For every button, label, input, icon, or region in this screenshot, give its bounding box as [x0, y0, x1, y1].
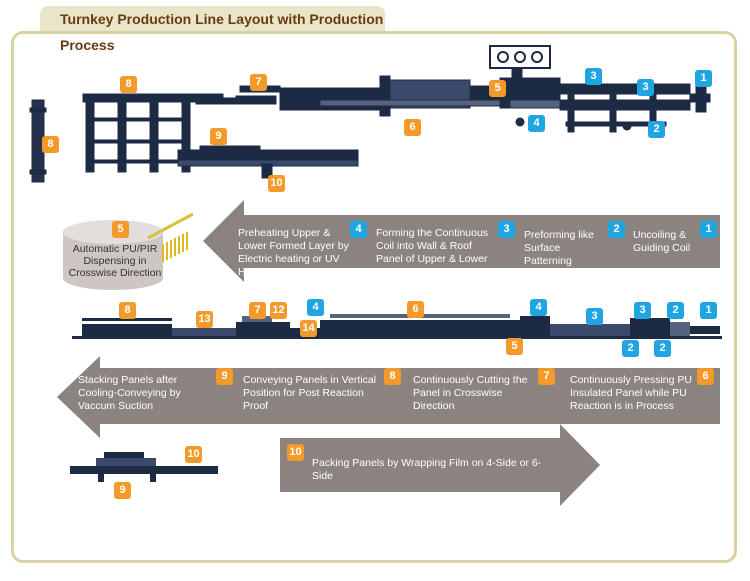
mid-badge-12: 12: [270, 302, 287, 319]
top-badge-10: 10: [268, 175, 285, 192]
bottom-packing-line: [70, 452, 218, 482]
step-badge-10: 10: [287, 444, 304, 461]
mid-badge-4a: 4: [307, 299, 324, 316]
mid-badge-4b: 4: [530, 299, 547, 316]
top-badge-7: 7: [250, 74, 267, 91]
content-frame: [11, 31, 737, 563]
process-arrow-row1: [203, 200, 720, 282]
mid-badge-7: 7: [249, 302, 266, 319]
step-badge-2: 2: [608, 221, 625, 238]
step-text-9: Stacking Panels after Cooling-Conveying …: [78, 374, 181, 412]
top-badge-8-left: 8: [42, 136, 59, 153]
mid-badge-2c: 2: [654, 340, 671, 357]
top-badge-5: 5: [489, 80, 506, 97]
process-arrow-row3: [280, 424, 600, 506]
mid-badge-2a: 2: [667, 302, 684, 319]
top-badge-4: 4: [528, 115, 545, 132]
top-badge-8: 8: [120, 76, 137, 93]
top-badge-3a: 3: [585, 68, 602, 85]
mid-badge-13: 13: [196, 311, 213, 328]
cylinder-label: Automatic PU/PIR Dispensing in Crosswise…: [68, 243, 162, 279]
mid-badge-8: 8: [119, 302, 136, 319]
top-badge-3b: 3: [637, 79, 654, 96]
mid-badge-2b: 2: [622, 340, 639, 357]
top-production-line: [29, 45, 711, 183]
middle-production-line: [72, 314, 722, 339]
bottom-badge-9: 9: [114, 482, 131, 499]
step-text-2: Preforming like Surface Patterning: [524, 229, 595, 267]
step-text-4: Preheating Upper & Lower Formed Layer by…: [238, 227, 349, 278]
step-badge-8: 8: [384, 368, 401, 385]
mid-badge-5: 5: [506, 338, 523, 355]
step-text-6: Continuously Pressing PU Insulated Panel…: [570, 374, 692, 412]
top-badge-2: 2: [648, 121, 665, 138]
step-text-7: Continuously Cutting the Panel in Crossw…: [413, 374, 528, 412]
page-title: Turnkey Production Line Layout with Prod…: [40, 6, 385, 53]
mid-badge-14: 14: [300, 320, 317, 337]
step-text-8: Conveying Panels in Vertical Position fo…: [243, 374, 377, 412]
top-badge-6: 6: [404, 119, 421, 136]
mid-badge-1: 1: [700, 302, 717, 319]
step-badge-4: 4: [350, 221, 367, 238]
step-badge-7: 7: [538, 368, 555, 385]
step-badge-9: 9: [216, 368, 233, 385]
mid-badge-3a: 3: [586, 308, 603, 325]
cylinder-badge: 5: [112, 221, 129, 238]
top-badge-9: 9: [210, 128, 227, 145]
step-text-1: Uncoiling & Guiding Coil: [633, 229, 691, 254]
top-badge-1: 1: [695, 70, 712, 87]
step-badge-6: 6: [697, 368, 714, 385]
step-text-10: Packing Panels by Wrapping Film on 4-Sid…: [312, 457, 542, 482]
mid-badge-3b: 3: [634, 302, 651, 319]
step-badge-3: 3: [498, 221, 515, 238]
step-text-3: Forming the Continuous Coil into Wall & …: [376, 227, 489, 278]
bottom-badge-10: 10: [185, 446, 202, 463]
mid-badge-6: 6: [407, 301, 424, 318]
step-badge-1: 1: [700, 221, 717, 238]
